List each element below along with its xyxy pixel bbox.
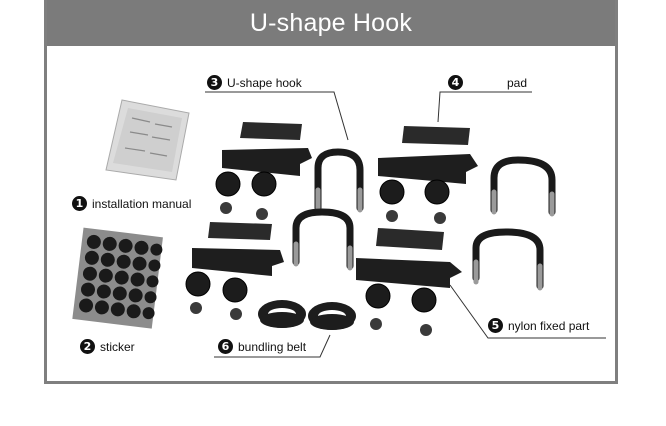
part-label-text: bundling belt [238,339,307,354]
part-label-pad: 4 pad [448,75,527,90]
part-number-badge: 4 [448,75,463,90]
knob-image [379,179,405,205]
nut-image [370,318,382,330]
part-label-text: nylon fixed part [508,318,590,333]
part-label-bundling-belt: 6 bundling belt [218,339,306,354]
part-label-sticker: 2 sticker [80,339,135,354]
pad-image [208,222,272,240]
knob-image [215,171,241,197]
u-hook-image [292,208,354,271]
part-number-badge: 1 [72,196,87,211]
knob-image [185,271,211,297]
nut-image [220,202,232,214]
part-label-text: pad [507,75,528,90]
leader-line-6 [214,334,331,358]
nut-image [434,212,446,224]
part-number-badge: 2 [80,339,95,354]
leader-line-5 [449,284,606,339]
nut-image [386,210,398,222]
u-hook-image [472,228,544,291]
knob-image [424,179,450,205]
manual-image [105,99,190,181]
nut-image [256,208,268,220]
sticker-sheet-image [72,227,163,329]
leader-line-3 [205,91,349,141]
knob-image [222,277,248,303]
bundling-belt-image [308,302,356,330]
part-number-badge: 5 [488,318,503,333]
part-label-text: U-shape hook [227,75,302,90]
title-banner: U-shape Hook [47,0,615,46]
nylon-fixed-part-image [192,248,284,276]
u-hook-image [314,148,364,213]
pad-image [240,122,302,140]
part-label-text: installation manual [92,196,192,211]
part-label-u-shape-hook: 3 U-shape hook [207,75,302,90]
nut-image [420,324,432,336]
part-label-text: sticker [100,339,135,354]
nylon-fixed-part-image [378,154,478,184]
part-number-badge: 6 [218,339,233,354]
pad-image [376,228,444,250]
bundling-belt-image [258,300,306,328]
nut-image [230,308,242,320]
part-number-badge: 3 [207,75,222,90]
nylon-fixed-part-image [222,148,312,176]
u-hook-image [490,156,556,217]
knob-image [365,283,391,309]
part-label-nylon-fixed-part: 5 nylon fixed part [488,318,589,333]
knob-image [251,171,277,197]
leader-line-4 [437,91,532,123]
part-label-installation-manual: 1 installation manual [72,196,191,211]
nut-image [190,302,202,314]
knob-image [411,287,437,313]
nylon-fixed-part-image [356,258,462,288]
pad-image [402,126,470,145]
